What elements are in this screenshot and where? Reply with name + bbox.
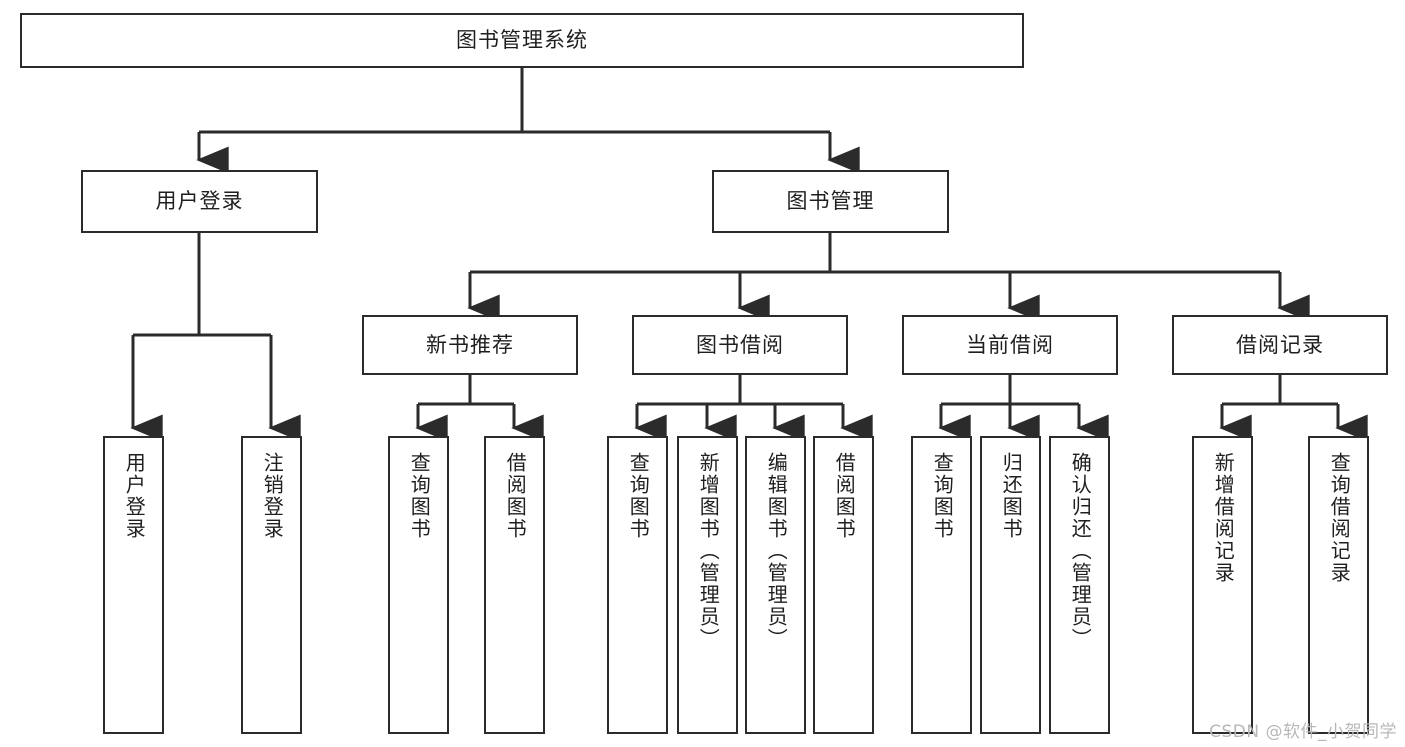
node-leaf-borrow-query-label: 查询图书 [626,452,651,540]
node-leaf-borrow-add[interactable]: 新增图书（管理员） [677,436,738,734]
node-root-label: 图书管理系统 [456,28,588,53]
node-borrow-record[interactable]: 借阅记录 [1172,315,1388,375]
node-leaf-borrow-do[interactable]: 借阅图书 [813,436,874,734]
node-leaf-record-query[interactable]: 查询借阅记录 [1308,436,1369,734]
node-leaf-record-query-label: 查询借阅记录 [1327,452,1352,584]
node-leaf-record-add-label: 新增借阅记录 [1211,452,1236,584]
node-leaf-record-add[interactable]: 新增借阅记录 [1192,436,1253,734]
node-leaf-current-query-label: 查询图书 [930,452,955,540]
node-leaf-user-login-label: 用户登录 [122,452,147,540]
node-leaf-borrow-edit[interactable]: 编辑图书（管理员） [745,436,806,734]
node-leaf-user-login[interactable]: 用户登录 [103,436,164,734]
node-leaf-current-query[interactable]: 查询图书 [911,436,972,734]
node-borrow-record-label: 借阅记录 [1236,332,1324,357]
node-leaf-current-confirm[interactable]: 确认归还（管理员） [1049,436,1110,734]
node-user-login[interactable]: 用户登录 [81,170,318,233]
node-leaf-user-logout[interactable]: 注销登录 [241,436,302,734]
node-user-login-label: 用户登录 [155,189,244,214]
node-book-manage[interactable]: 图书管理 [712,170,949,233]
node-root[interactable]: 图书管理系统 [20,13,1024,68]
node-current-borrow-label: 当前借阅 [966,332,1054,357]
node-book-borrow-label: 图书借阅 [696,332,784,357]
node-leaf-user-logout-label: 注销登录 [260,452,285,540]
node-leaf-new-book-borrow[interactable]: 借阅图书 [484,436,545,734]
node-leaf-current-return-label: 归还图书 [999,452,1024,540]
csdn-watermark: CSDN @软件_小贺同学 [1209,722,1397,742]
node-leaf-new-book-query-label: 查询图书 [407,452,432,540]
node-leaf-borrow-query[interactable]: 查询图书 [607,436,668,734]
node-book-manage-label: 图书管理 [786,189,875,214]
node-leaf-new-book-borrow-label: 借阅图书 [503,452,528,540]
node-leaf-current-confirm-label: 确认归还（管理员） [1068,452,1093,650]
node-leaf-borrow-do-label: 借阅图书 [832,452,857,540]
node-new-book[interactable]: 新书推荐 [362,315,578,375]
node-leaf-borrow-add-label: 新增图书（管理员） [696,452,721,650]
node-leaf-borrow-edit-label: 编辑图书（管理员） [764,452,789,650]
node-leaf-new-book-query[interactable]: 查询图书 [388,436,449,734]
node-new-book-label: 新书推荐 [426,332,514,357]
node-current-borrow[interactable]: 当前借阅 [902,315,1118,375]
node-book-borrow[interactable]: 图书借阅 [632,315,848,375]
node-leaf-current-return[interactable]: 归还图书 [980,436,1041,734]
